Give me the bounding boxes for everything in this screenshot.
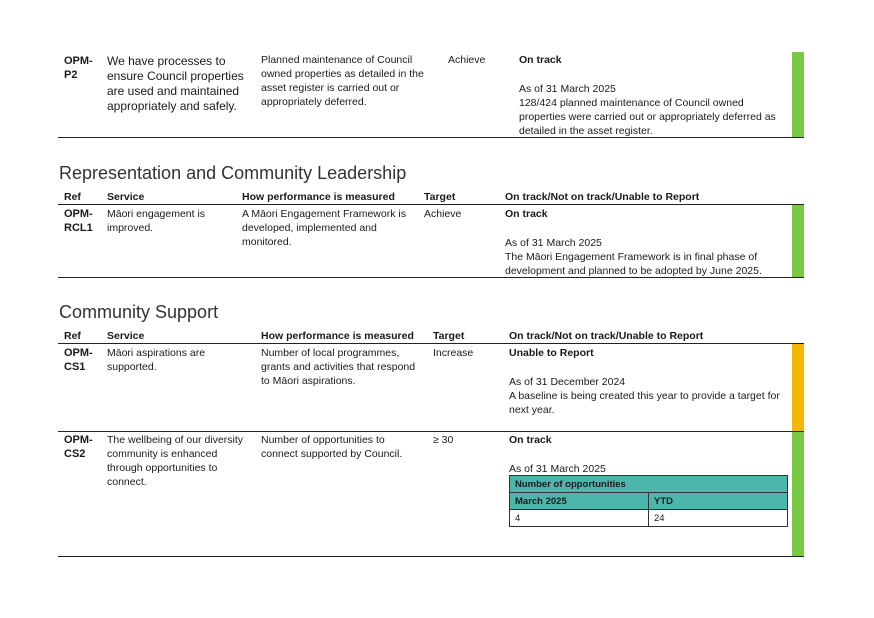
header-ref: Ref — [64, 191, 81, 203]
asof-opm-cs2: As of 31 March 2025 — [509, 463, 606, 475]
header-status: On track/Not on track/Unable to Report — [505, 191, 700, 203]
detail-opm-cs1: A baseline is being created this year to… — [509, 390, 780, 416]
header-ref: Ref — [64, 330, 81, 342]
status-bar-opm-cs2 — [792, 432, 804, 556]
status-bar-opm-p2 — [792, 52, 804, 137]
header-status: On track/Not on track/Unable to Report — [509, 330, 704, 342]
row-divider — [58, 277, 804, 278]
table-header-ytd: YTD — [648, 492, 788, 510]
service-opm-cs1: Māori aspirations are supported. — [107, 347, 206, 373]
target-opm-rcl1: Achieve — [424, 208, 462, 220]
header-service: Service — [107, 191, 145, 203]
status-bar-opm-cs1 — [792, 344, 804, 431]
measure-opm-cs2: Number of opportunities to connect suppo… — [261, 434, 403, 460]
detail-opm-p2: 128/424 planned maintenance of Council o… — [519, 97, 776, 137]
table-row: 4 24 — [509, 509, 788, 527]
measure-opm-cs1: Number of local programmes, grants and a… — [261, 347, 416, 387]
target-opm-cs2: ≥ 30 — [433, 434, 454, 446]
header-service: Service — [107, 330, 145, 342]
header-target: Target — [433, 330, 465, 342]
row-divider — [58, 137, 804, 138]
detail-opm-rcl1: The Māori Engagement Framework is in fin… — [505, 251, 762, 277]
ref-opm-p2: OPM- P2 — [64, 55, 93, 81]
asof-opm-cs1: As of 31 December 2024 — [509, 376, 626, 388]
table-row: Number of opportunities — [509, 475, 788, 493]
status-opm-p2: On track — [519, 54, 562, 66]
target-opm-cs1: Increase — [433, 347, 474, 359]
section-title-cs: Community Support — [59, 302, 219, 322]
target-opm-p2: Achieve — [448, 54, 486, 66]
measure-opm-p2: Planned maintenance of Council owned pro… — [261, 54, 424, 108]
header-divider — [58, 204, 804, 205]
asof-opm-p2: As of 31 March 2025 — [519, 83, 616, 95]
row-divider — [58, 431, 804, 432]
service-opm-rcl1: Māori engagement is improved. — [107, 208, 206, 234]
ref-opm-rcl1: OPM- RCL1 — [64, 208, 93, 234]
ref-opm-cs1: OPM- CS1 — [64, 347, 93, 373]
asof-opm-rcl1: As of 31 March 2025 — [505, 237, 602, 249]
ref-opm-cs2: OPM- CS2 — [64, 434, 93, 460]
status-bar-opm-rcl1 — [792, 205, 804, 277]
header-measure: How performance is measured — [261, 330, 414, 342]
table-title: Number of opportunities — [509, 475, 788, 493]
service-opm-p2: We have processes to ensure Council prop… — [107, 54, 244, 113]
header-measure: How performance is measured — [242, 191, 395, 203]
table-row: March 2025 YTD — [509, 492, 788, 510]
status-opm-cs2: On track — [509, 434, 552, 446]
table-header-march: March 2025 — [509, 492, 649, 510]
opportunities-table: Number of opportunities March 2025 YTD 4… — [509, 475, 788, 527]
table-cell-ytd: 24 — [648, 509, 788, 527]
table-cell-march: 4 — [509, 509, 649, 527]
header-divider — [58, 343, 804, 344]
service-opm-cs2: The wellbeing of our diversity community… — [107, 434, 243, 488]
section-title-rcl: Representation and Community Leadership — [59, 163, 407, 183]
measure-opm-rcl1: A Māori Engagement Framework is develope… — [242, 208, 406, 248]
row-divider — [58, 556, 804, 557]
status-opm-rcl1: On track — [505, 208, 548, 220]
status-opm-cs1: Unable to Report — [509, 347, 594, 359]
header-target: Target — [424, 191, 456, 203]
